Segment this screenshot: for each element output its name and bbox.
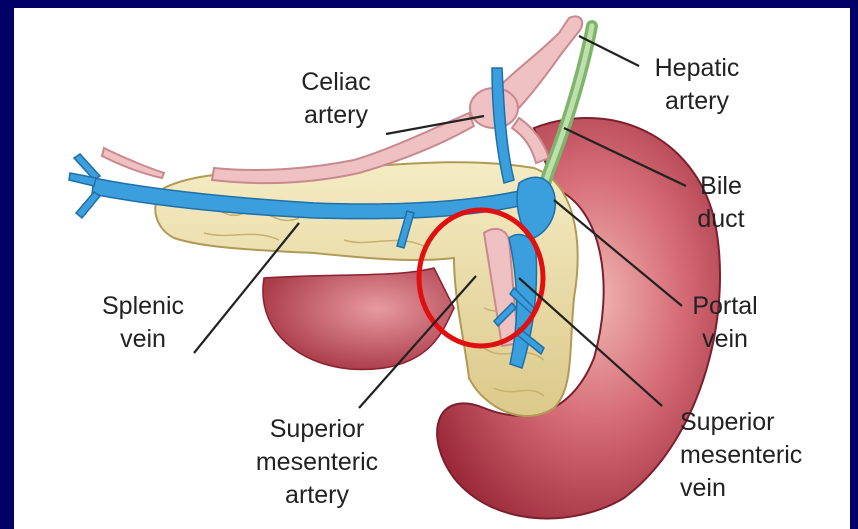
label-line: mesenteric xyxy=(680,439,840,472)
label-line: artery xyxy=(642,85,752,118)
label-line: Superior xyxy=(680,406,840,439)
diagram-panel: Celiac artery Hepatic artery Bile duct S… xyxy=(14,8,850,529)
label-line: vein xyxy=(88,323,198,356)
label-bile-duct: Bile duct xyxy=(686,170,756,236)
label-hepatic-artery: Hepatic artery xyxy=(642,52,752,118)
label-line: Hepatic xyxy=(642,52,752,85)
label-portal-vein: Portal vein xyxy=(680,290,770,356)
label-superior-mesenteric-artery: Superior mesenteric artery xyxy=(242,413,392,512)
label-splenic-vein: Splenic vein xyxy=(88,290,198,356)
label-line: duct xyxy=(686,203,756,236)
label-line: Superior xyxy=(242,413,392,446)
label-line: vein xyxy=(680,472,840,505)
label-line: mesenteric xyxy=(242,446,392,479)
label-celiac-artery: Celiac artery xyxy=(286,66,386,132)
label-line: Celiac xyxy=(286,66,386,99)
jejunum-loop xyxy=(263,268,454,370)
label-line: vein xyxy=(680,323,770,356)
label-superior-mesenteric-vein: Superior mesenteric vein xyxy=(680,406,840,505)
label-line: artery xyxy=(242,479,392,512)
label-line: Bile xyxy=(686,170,756,203)
label-line: Splenic xyxy=(88,290,198,323)
label-line: artery xyxy=(286,99,386,132)
label-line: Portal xyxy=(680,290,770,323)
